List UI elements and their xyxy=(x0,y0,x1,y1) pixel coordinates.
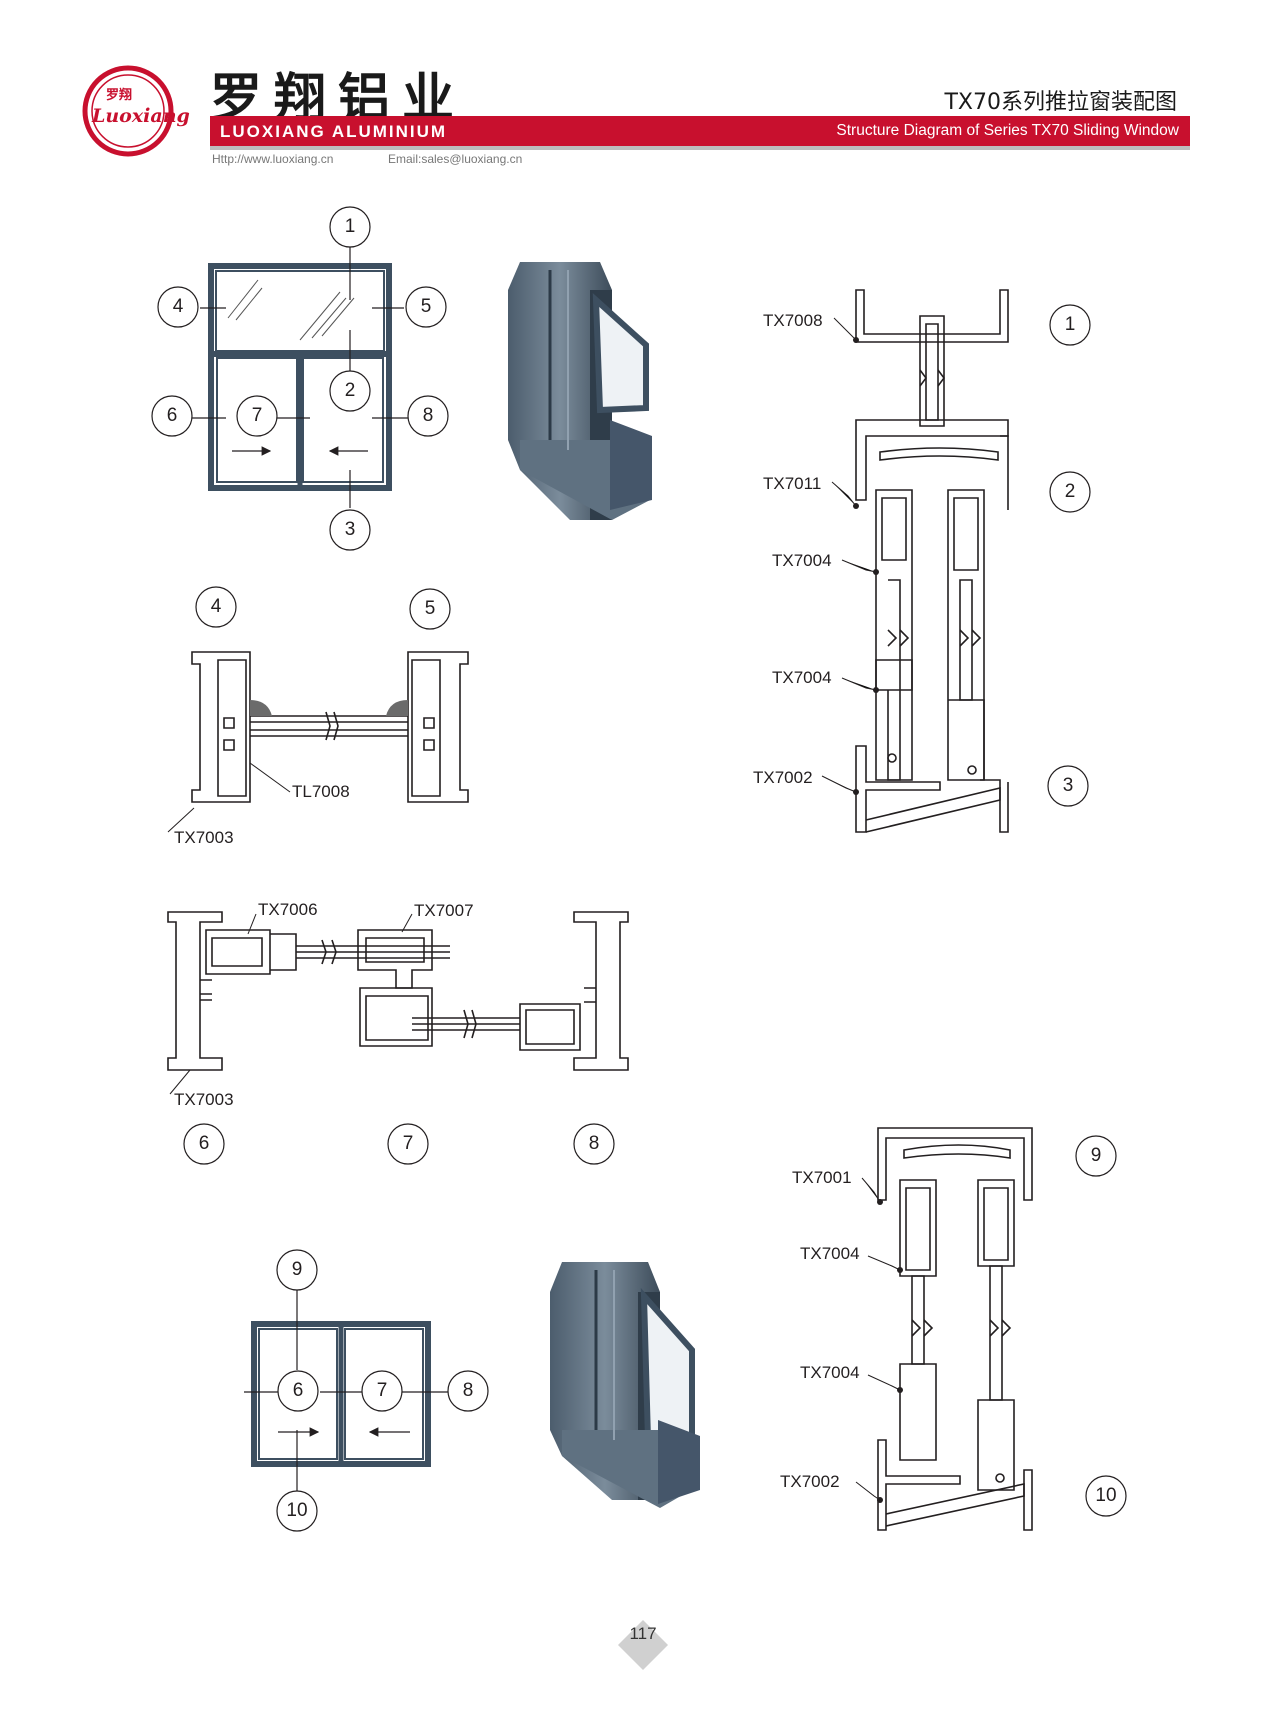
callout-5-section: 5 xyxy=(424,598,436,619)
callout-1: 1 xyxy=(344,216,356,237)
label-tx7003-b: TX7003 xyxy=(174,1090,234,1109)
callout-9: 9 xyxy=(291,1259,303,1280)
page-number-badge xyxy=(618,1620,668,1670)
website-link[interactable]: Http://www.luoxiang.cn xyxy=(212,152,334,166)
corner-render-bottom xyxy=(550,1262,700,1508)
callout-3: 3 xyxy=(344,519,356,540)
page-title-en: Structure Diagram of Series TX70 Sliding… xyxy=(836,122,1179,139)
label-tx7004-a: TX7004 xyxy=(772,551,832,570)
header-bar xyxy=(210,116,1190,146)
section-4-5 xyxy=(191,651,469,803)
email-link[interactable]: Email:sales@luoxiang.cn xyxy=(388,152,523,166)
page-number: 117 xyxy=(629,1624,657,1643)
corner-render-top xyxy=(508,262,652,520)
brand-logo xyxy=(82,65,174,157)
callout-10-section: 10 xyxy=(1095,1485,1117,1506)
label-tx7006: TX7006 xyxy=(258,900,318,919)
callout-4-section: 4 xyxy=(210,596,222,617)
label-tx7002-b: TX7002 xyxy=(780,1472,840,1491)
callout-9-section: 9 xyxy=(1090,1145,1102,1166)
callout-10: 10 xyxy=(286,1500,308,1521)
label-tx7001: TX7001 xyxy=(792,1168,852,1187)
window-elevation-top xyxy=(208,263,392,491)
callout-6-bottom: 6 xyxy=(292,1380,304,1401)
header-underline xyxy=(210,146,1190,150)
label-tx7002-a: TX7002 xyxy=(753,768,813,787)
callout-5: 5 xyxy=(420,296,432,317)
callout-1-section: 1 xyxy=(1064,314,1076,335)
callout-7-bottom: 7 xyxy=(376,1380,388,1401)
callout-7-section: 7 xyxy=(402,1133,414,1154)
callout-7: 7 xyxy=(251,405,263,426)
callout-2-section: 2 xyxy=(1064,481,1076,502)
label-tx7008: TX7008 xyxy=(763,311,823,330)
section-6-7-8 xyxy=(167,911,629,1071)
vertical-section-9-10 xyxy=(877,1127,1033,1531)
callout-6-section: 6 xyxy=(198,1133,210,1154)
label-tl7008: TL7008 xyxy=(292,782,350,801)
vertical-section-1-2-3 xyxy=(855,289,1009,833)
logo-text-en: Luoxiang xyxy=(92,105,190,127)
label-tx7004-c: TX7004 xyxy=(800,1244,860,1263)
label-tx7004-b: TX7004 xyxy=(772,668,832,687)
callout-8-section: 8 xyxy=(588,1133,600,1154)
logo-text-cn: 罗翔 xyxy=(106,88,133,103)
label-tx7003-a: TX7003 xyxy=(174,828,234,847)
label-tx7011: TX7011 xyxy=(763,474,822,493)
callout-8-bottom: 8 xyxy=(462,1380,474,1401)
callout-4: 4 xyxy=(172,296,184,317)
callout-6: 6 xyxy=(166,405,178,426)
window-elevation-bottom xyxy=(251,1321,431,1467)
page-title-cn: TX70系列推拉窗装配图 xyxy=(944,90,1177,115)
callout-8: 8 xyxy=(422,405,434,426)
label-tx7007: TX7007 xyxy=(414,901,474,920)
brand-name-en: LUOXIANG ALUMINIUM xyxy=(220,122,448,141)
callout-3-section: 3 xyxy=(1062,775,1074,796)
label-tx7004-d: TX7004 xyxy=(800,1363,860,1382)
callout-2: 2 xyxy=(344,380,356,401)
